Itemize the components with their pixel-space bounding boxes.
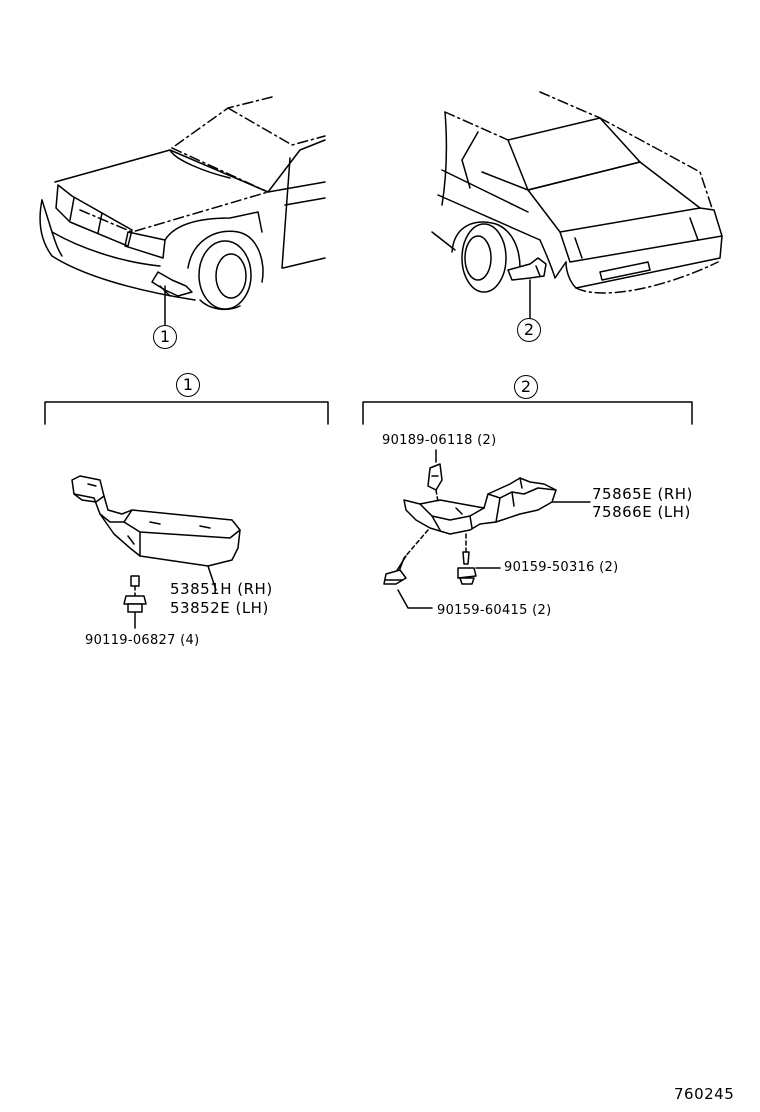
section1-bracket (45, 402, 328, 424)
front-bolt (124, 576, 146, 628)
section1-number: 1 (176, 373, 200, 397)
rear-mudguard-part (404, 478, 590, 534)
rear-screw-b (384, 530, 432, 608)
rear-car-illustration (432, 92, 722, 318)
section2-screw-a-label: 90159-50316 (2) (504, 560, 619, 575)
rear-clip (428, 450, 442, 502)
section2-bracket (363, 402, 692, 424)
diagram-code: 760245 (674, 1085, 735, 1103)
section2-number: 2 (514, 375, 538, 399)
section1-bolt-label: 90119-06827 (4) (85, 633, 200, 648)
rear-location-marker: 2 (517, 318, 541, 342)
rear-screw-a (458, 534, 500, 584)
section1-part-rh-label: 53851H (RH) (170, 580, 273, 598)
front-car-illustration (40, 97, 325, 325)
front-mudguard-part (72, 476, 240, 590)
section1-part-lh-label: 53852E (LH) (170, 599, 269, 617)
section2-part-lh-label: 75866E (LH) (592, 503, 691, 521)
section2-screw-b-label: 90159-60415 (2) (437, 603, 552, 618)
section2-part-rh-label: 75865E (RH) (592, 485, 693, 503)
front-location-marker: 1 (153, 325, 177, 349)
section2-clip-label: 90189-06118 (2) (382, 433, 497, 448)
